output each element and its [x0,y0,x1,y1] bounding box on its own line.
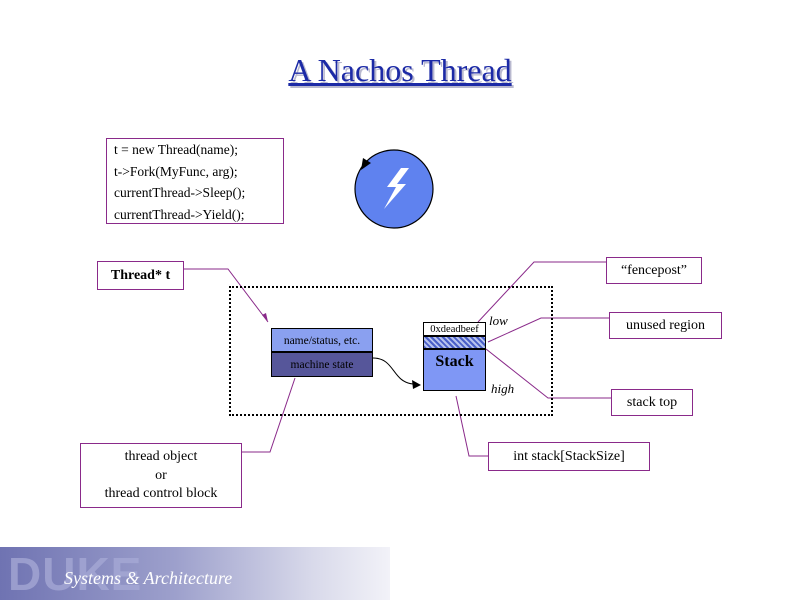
low-address-label: low [489,313,508,328]
thread-pointer-label: Thread* t [97,261,184,290]
code-line: currentThread->Yield(); [114,206,245,222]
duke-logo: DUKE [8,548,143,600]
code-box: t = new Thread(name); t->Fork(MyFunc, ar… [106,138,284,224]
thread-object-line: or [155,467,167,483]
deadbeef-word: 0xdeadbeef [423,322,486,336]
code-line: t->Fork(MyFunc, arg); [114,163,238,179]
thread-object-line: thread object [124,449,198,464]
code-line: t = new Thread(name); [114,142,238,157]
tcb-machine-state: machine state [271,352,373,377]
unused-stack-region [423,336,486,349]
thread-object-label: thread object or thread control block [80,443,242,508]
footer-banner [0,547,390,600]
thread-object-line: thread control block [104,486,218,501]
stack-array-label: int stack[StackSize] [488,442,650,471]
unused-region-label: unused region [609,312,722,339]
footer-subtitle: Systems & Architecture [64,568,233,588]
code-line: currentThread->Sleep(); [114,185,246,200]
address-space-region [229,286,553,416]
slide-title: A Nachos Thread [288,52,512,88]
fencepost-label: “fencepost” [606,257,702,284]
high-address-label: high [491,381,515,396]
lightning-bolt-icon [354,149,434,229]
tcb-name-status: name/status, etc. [271,328,373,352]
stack-block: Stack [423,349,486,391]
stack-top-label: stack top [611,389,693,416]
stack-label: Stack [435,353,474,370]
